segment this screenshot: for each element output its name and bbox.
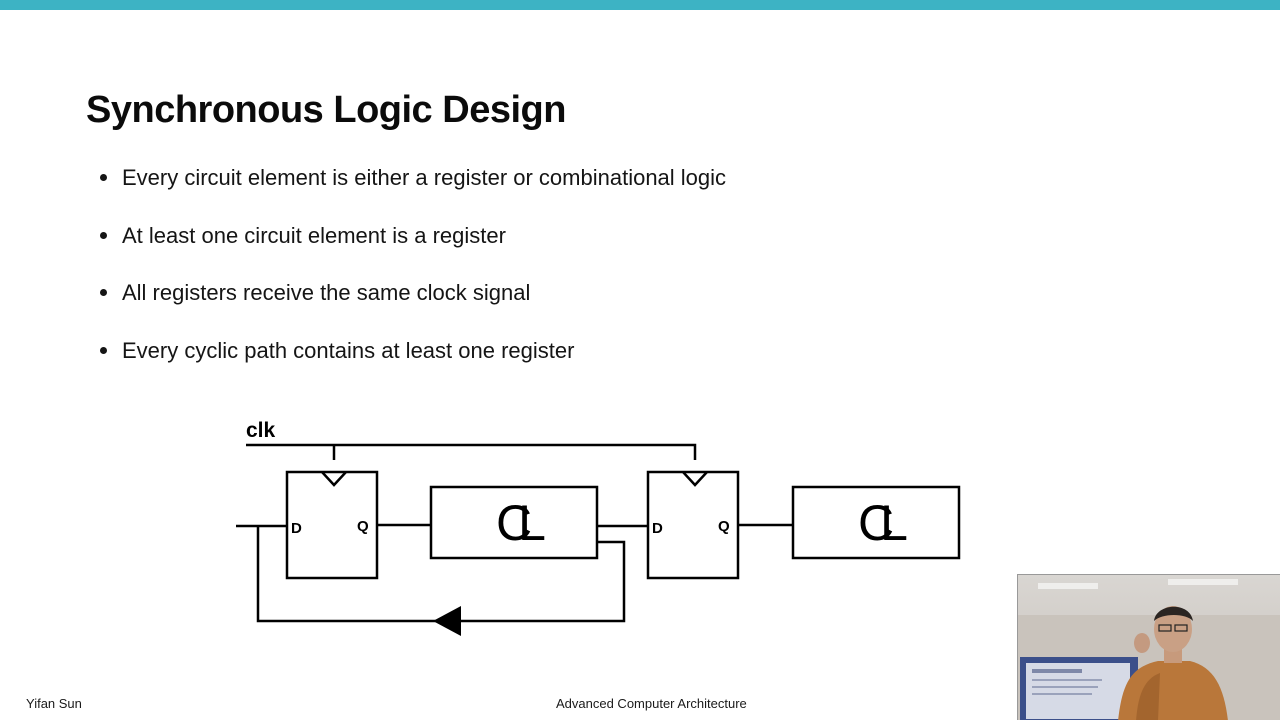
bullet-item: Every circuit element is either a regist… [98,160,726,218]
bullet-item: At least one circuit element is a regist… [98,218,726,276]
logic-1-box [429,485,599,560]
footer-author: Yifan Sun [26,696,82,711]
logic-1-label: CL [496,495,545,551]
feedback-arrow-icon [433,606,461,636]
presenter-webcam [1017,574,1280,720]
synchronous-circuit-diagram: clk D Q D Q CL CL [236,419,961,636]
register-2-q-label: Q [718,518,730,535]
bullet-text: Every cyclic path contains at least one … [122,337,575,363]
register-2-d-label: D [652,520,663,537]
presenter-video-icon [1018,579,1280,720]
bullet-dot-icon [100,346,107,354]
top-accent-bar [0,0,1280,10]
bullet-list: Every circuit element is either a regist… [98,160,726,390]
register-1-q-label: Q [357,518,369,535]
logic-2-label: CL [858,495,907,551]
bullet-text: All registers receive the same clock sig… [122,280,531,305]
bullet-item: All registers receive the same clock sig… [98,275,726,333]
register-1-d-label: D [291,520,302,537]
slide-title: Synchronous Logic Design [86,89,566,131]
bullet-text: Every circuit element is either a regist… [122,165,727,190]
bullet-text: At least one circuit element is a regist… [122,222,506,248]
clock-triangle-2-icon [682,471,708,487]
bullet-item: Every cyclic path contains at least one … [98,333,726,391]
bullet-dot-icon [100,289,107,296]
clock-line [246,443,697,460]
bullet-dot-icon [100,231,107,239]
bullet-dot-icon [100,174,107,181]
feedback-wire [256,526,626,623]
clock-triangle-1-icon [321,471,347,487]
footer-course: Advanced Computer Architecture [556,696,747,711]
clock-label: clk [246,419,276,442]
logic-2-box [791,485,961,560]
